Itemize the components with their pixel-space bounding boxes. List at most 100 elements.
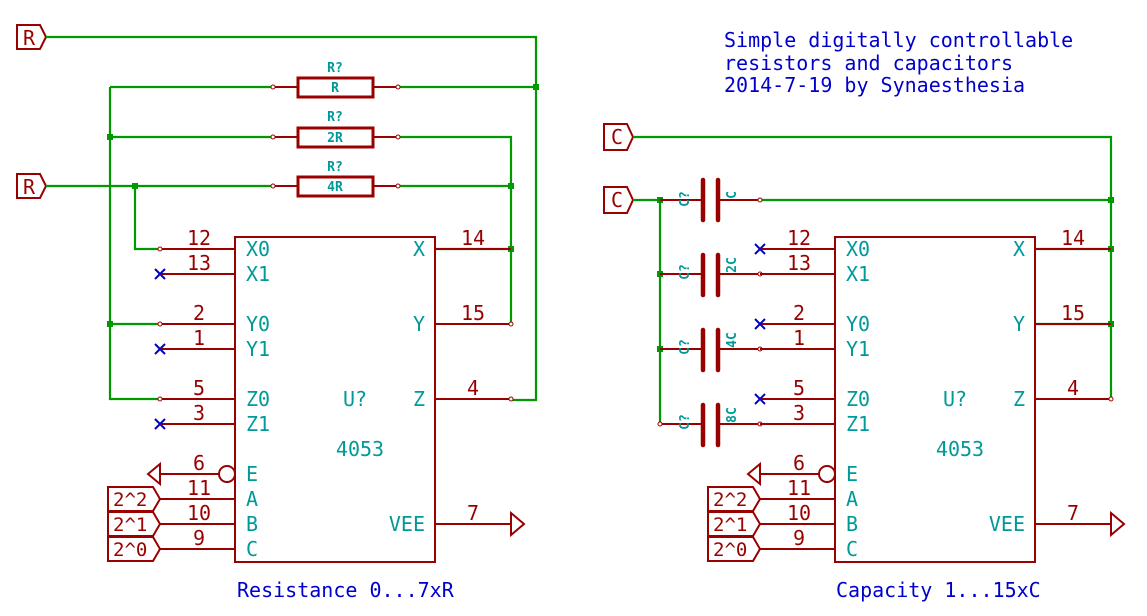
vee-arrow-icon: [510, 510, 526, 538]
pin-number: 14: [461, 226, 485, 250]
no-connect-icon: [154, 268, 166, 280]
hier-label-r-top[interactable]: R: [16, 24, 48, 50]
pin-number: 15: [1061, 301, 1085, 325]
resistor-value: 4R: [327, 180, 343, 195]
pin-number: 2: [793, 301, 805, 325]
capacitor-value: 2C: [725, 257, 740, 273]
resistor-ref: R?: [327, 110, 343, 125]
select-label-text: 2^1: [113, 514, 147, 536]
resistor-wires: [46, 35, 538, 402]
vee-arrow-icon: [1110, 510, 1126, 538]
pin-number: 5: [193, 376, 205, 400]
pin-number: 14: [1061, 226, 1085, 250]
pin-number: 7: [1067, 501, 1079, 525]
pin-number: 10: [787, 501, 811, 525]
hier-label-r-bottom[interactable]: R: [16, 173, 48, 199]
pin-name: X0: [846, 237, 870, 261]
capacitor-value: 8C: [725, 407, 740, 423]
pin-name: VEE: [389, 512, 425, 536]
pin-number: 13: [787, 251, 811, 275]
capacitor-2c[interactable]: C? 2C: [660, 252, 763, 298]
pin-number: 15: [461, 301, 485, 325]
pin-name: X1: [246, 262, 270, 286]
resistor-caption: Resistance 0...7xR: [237, 578, 455, 602]
hier-label-c-bottom[interactable]: C: [603, 186, 635, 214]
resistor-4r[interactable]: R? 4R: [270, 160, 401, 198]
pin-name: Z: [1013, 387, 1025, 411]
pin-name: Z: [413, 387, 425, 411]
select-label-text: 2^1: [713, 514, 747, 536]
select-label-2-1[interactable]: 2^1: [707, 511, 762, 537]
capacitor-8c[interactable]: C? 8C: [657, 402, 763, 448]
pin-number: 11: [787, 476, 811, 500]
pin-number: 3: [793, 401, 805, 425]
pin-name: E: [846, 462, 858, 486]
pin-name: Z0: [246, 387, 270, 411]
capacitor-caption: Capacity 1...15xC: [836, 578, 1041, 602]
pin-number: 1: [193, 326, 205, 350]
resistor-value: 2R: [327, 131, 343, 146]
pin-name: Y1: [246, 337, 270, 361]
pin-name: Z0: [846, 387, 870, 411]
no-connect-icon: [154, 343, 166, 355]
pin-number: 4: [1067, 376, 1079, 400]
resistor-ref: R?: [327, 61, 343, 76]
capacitor-ref: C?: [678, 264, 693, 280]
pin-number: 1: [793, 326, 805, 350]
junctions: [107, 84, 539, 327]
capacitor-ref: C?: [678, 414, 693, 430]
ic-ref: U?: [943, 387, 967, 411]
select-label-2-0[interactable]: 2^0: [107, 536, 162, 562]
pin-number: 12: [787, 226, 811, 250]
pin-name: X: [1013, 237, 1025, 261]
capacitor-4c[interactable]: C? 4C: [660, 327, 763, 373]
capacitor-ref: C?: [678, 191, 693, 207]
select-label-text: 2^2: [113, 489, 147, 511]
pin-name: A: [846, 487, 858, 511]
pin-number: 4: [467, 376, 479, 400]
pin-name: A: [246, 487, 258, 511]
title-line-3: 2014-7-19 by Synaesthesia: [724, 73, 1025, 97]
pin-name: Y: [413, 312, 425, 336]
select-label-text: 2^0: [713, 539, 747, 561]
no-connect-icon: [754, 243, 766, 255]
pin-name: VEE: [989, 512, 1025, 536]
pin-number: 6: [793, 451, 805, 475]
enable-arrow-icon: [146, 461, 161, 487]
pin-name: C: [246, 537, 258, 561]
ic-4053-resistor[interactable]: 12 13 2 1 5 3 6 11 10 9 X0 X1 Y0 Y1 Z0 Z…: [157, 226, 514, 563]
title-line-2: resistors and capacitors: [724, 51, 1013, 75]
pin-number: 2: [193, 301, 205, 325]
capacitor-c[interactable]: C? C: [660, 177, 763, 223]
resistor-r[interactable]: R? R: [270, 61, 401, 99]
resistor-2r[interactable]: R? 2R: [270, 110, 401, 149]
capacitor-value: 4C: [725, 332, 740, 348]
pin-name: B: [846, 512, 858, 536]
pin-name: Y0: [246, 312, 270, 336]
ic-ref: U?: [343, 387, 367, 411]
hier-label-text: R: [23, 175, 36, 199]
hier-label-c-top[interactable]: C: [603, 123, 635, 151]
title-note: Simple digitally controllable resistors …: [724, 28, 1073, 97]
select-label-2-2[interactable]: 2^2: [107, 486, 162, 512]
pin-number: 6: [193, 451, 205, 475]
select-label-2-1[interactable]: 2^1: [107, 511, 162, 537]
pin-number: 7: [467, 501, 479, 525]
pin-number: 11: [187, 476, 211, 500]
pin-number: 9: [193, 526, 205, 550]
pin-name: X1: [846, 262, 870, 286]
capacitor-ref: C?: [678, 339, 693, 355]
pin-name: X0: [246, 237, 270, 261]
capacitor-value: C: [725, 191, 740, 199]
resistor-circuit: R R: [16, 24, 539, 602]
capacitor-circuit: C C C? C: [603, 123, 1126, 602]
select-label-2-2[interactable]: 2^2: [707, 486, 762, 512]
select-label-2-0[interactable]: 2^0: [707, 536, 762, 562]
pin-number: 10: [187, 501, 211, 525]
pin-name: C: [846, 537, 858, 561]
pin-name: Z1: [846, 412, 870, 436]
enable-arrow-icon: [746, 461, 761, 487]
ic-4053-capacitor[interactable]: 12 13 2 1 5 3 6 11 10 9 X0 X1 Y0 Y1 Z0 Z…: [760, 226, 1114, 563]
resistor-value: R: [331, 81, 339, 96]
select-label-text: 2^0: [113, 539, 147, 561]
